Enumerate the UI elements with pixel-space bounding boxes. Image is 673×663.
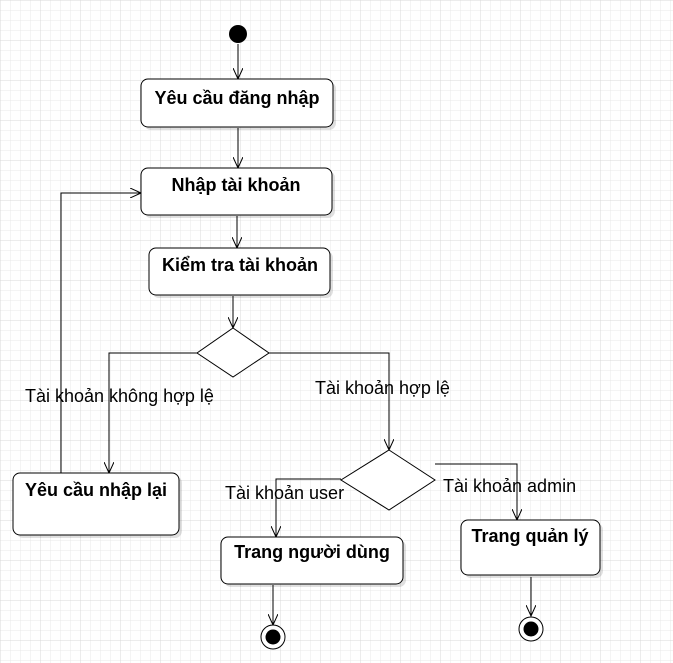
- edge-valid: [269, 352, 389, 450]
- edge-invalid: [109, 352, 197, 473]
- action-admin-page-label: Trang quản lý: [471, 526, 588, 546]
- decision-valid-check[interactable]: [196, 327, 270, 378]
- edge-admin: [435, 463, 517, 520]
- final-node-admin[interactable]: [518, 616, 544, 642]
- action-admin-page[interactable]: Trang quản lý: [460, 519, 603, 578]
- edge-label-user: Tài khoản user: [225, 483, 344, 503]
- edge-label-invalid: Tài khoản không hợp lệ: [25, 386, 214, 406]
- action-user-page-label: Trang người dùng: [234, 542, 390, 562]
- edge-user: [276, 478, 341, 537]
- initial-node[interactable]: [229, 25, 247, 43]
- action-enter-account-label: Nhập tài khoản: [171, 175, 300, 195]
- action-check-account[interactable]: Kiểm tra tài khoản: [148, 247, 333, 298]
- edge-retry-loop: [60, 193, 141, 473]
- edges: [60, 44, 531, 625]
- decision-account-type[interactable]: [340, 449, 436, 511]
- action-request-login-label: Yêu cầu đăng nhập: [154, 88, 319, 108]
- action-request-reenter-label: Yêu cầu nhập lại: [25, 480, 167, 500]
- action-request-login[interactable]: Yêu cầu đăng nhập: [140, 78, 336, 130]
- action-request-reenter[interactable]: Yêu cầu nhập lại: [12, 472, 182, 538]
- action-check-account-label: Kiểm tra tài khoản: [162, 255, 318, 275]
- action-user-page[interactable]: Trang người dùng: [220, 536, 406, 587]
- edge-label-valid: Tài khoản hợp lệ: [315, 378, 450, 398]
- edge-label-admin: Tài khoản admin: [443, 476, 576, 496]
- action-enter-account[interactable]: Nhập tài khoản: [140, 167, 335, 218]
- final-node-user[interactable]: [260, 624, 286, 650]
